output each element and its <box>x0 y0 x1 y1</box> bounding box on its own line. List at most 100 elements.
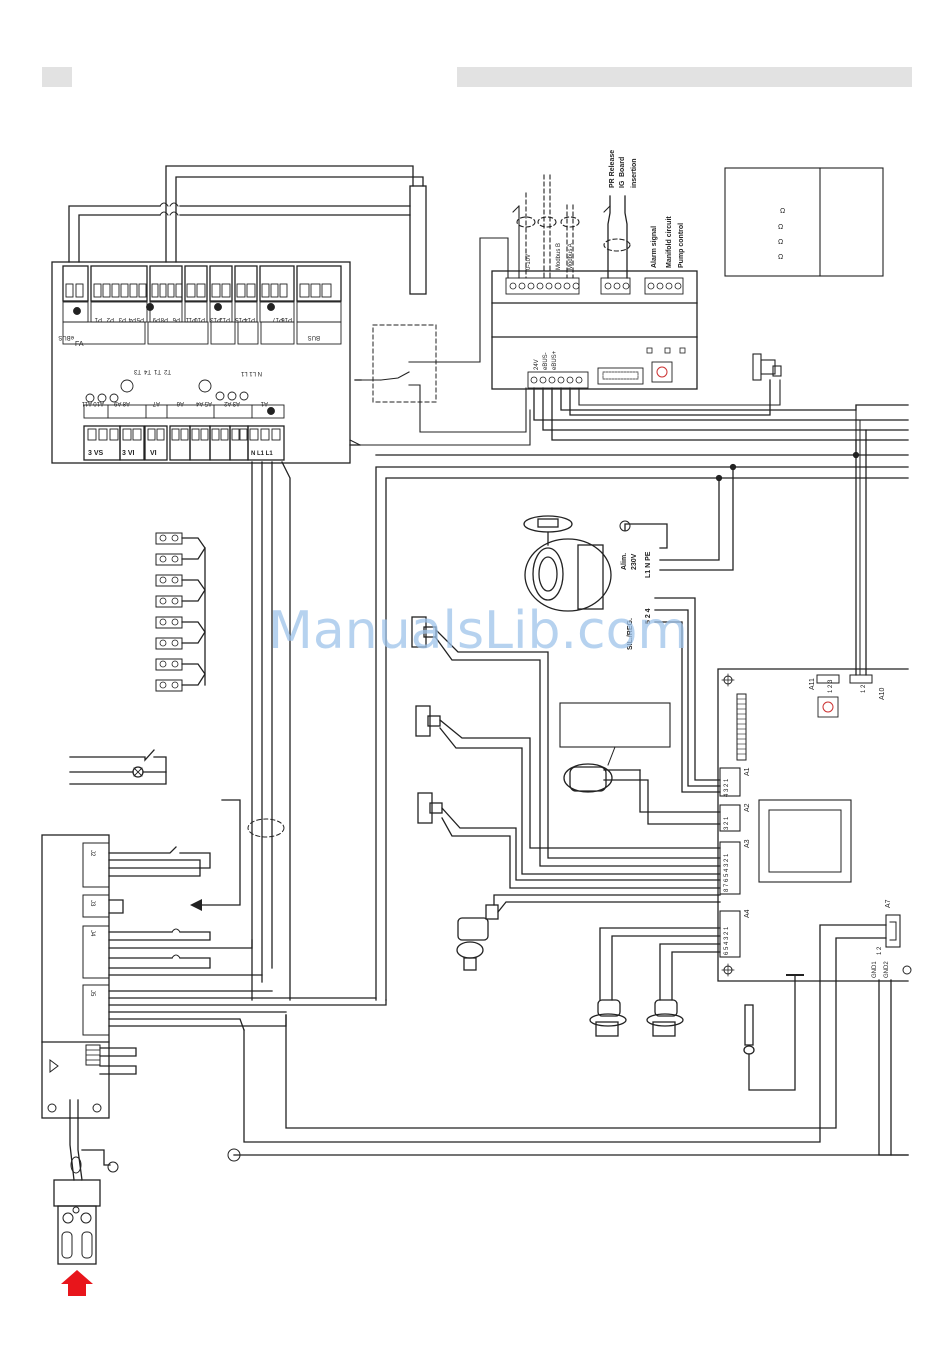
pressure-switch <box>563 763 641 793</box>
label-manifold-circuit: Manifold circuit <box>666 216 673 268</box>
label-fa: FA <box>75 341 84 348</box>
label-a3-pins: 8 7 6 5 4 3 2 1 <box>724 853 730 892</box>
ohm-2: Ω <box>778 224 783 231</box>
resistance-table-box <box>724 167 884 277</box>
label-a7-connector: A7 <box>885 899 892 908</box>
ohm-3: Ω <box>778 239 783 246</box>
label-p5: P5 <box>136 316 144 322</box>
label-p14: P14 <box>244 316 255 322</box>
connector-a2 <box>719 804 741 832</box>
main-board-top-connectors <box>62 265 342 302</box>
power-rail-2 <box>385 477 909 1001</box>
label-t1: T1 <box>153 368 161 374</box>
control-board-strip-pins <box>736 698 747 755</box>
label-p8: P8 <box>160 316 168 322</box>
wire-sensor-outer <box>68 205 161 263</box>
water-pressure-sensor <box>456 904 499 971</box>
electrode-connector-3 <box>417 792 443 824</box>
sensor-t-labels: T1 T2 T3 T4 <box>133 368 171 374</box>
relay-pr-release <box>607 195 611 279</box>
label-p12: P12 <box>219 316 230 322</box>
interface-labels: 0-10V Modbus B Modbus A 24V eBUS- eBUS+ <box>526 243 574 370</box>
ignition-electrode <box>743 1004 755 1055</box>
label-3vs: 3 VS <box>88 450 104 457</box>
connector-a3 <box>719 841 741 895</box>
label-vi: VI <box>150 450 157 457</box>
control-board-labels: A1 A2 A3 A4 A7 A10 A11 4 3 2 1 3 2 1 8 7… <box>724 678 892 978</box>
label-n-l1-l1: N L1 L1 <box>240 370 262 376</box>
label-p1: P1 <box>94 316 102 322</box>
label-alarm-signal: Alarm signal <box>651 226 658 268</box>
label-pr-release: PR Release <box>609 150 616 188</box>
control-board-header-strip <box>736 693 747 761</box>
label-t3: T3 <box>133 368 141 374</box>
connector-j4 <box>82 925 110 979</box>
label-p17: P17 <box>272 316 283 322</box>
label-a11-connector: A11 <box>809 678 816 690</box>
label-l1-n-pe: L1 N PE <box>645 551 652 578</box>
burner-module-labels: J2 J3 J4 J5 <box>89 850 95 997</box>
connector-a11 <box>816 674 840 684</box>
label-gnd2: GND2 <box>884 961 890 978</box>
external-terminal-blocks <box>155 532 183 692</box>
main-board-bottom-pins <box>87 428 281 441</box>
label-modbus-a: Modbus A <box>568 243 574 270</box>
modbus-cables <box>516 174 631 279</box>
ntc-sensor-1 <box>589 999 627 1037</box>
label-a4-connector: A4 <box>744 909 751 918</box>
label-p10: P10 <box>194 316 205 322</box>
label-a1-pins: 4 3 2 1 <box>724 778 730 797</box>
label-ebus: eBUS <box>58 334 74 340</box>
bus-wire-1 <box>533 387 909 421</box>
label-board: Board <box>619 157 626 177</box>
interface-rotary-switch <box>651 361 673 383</box>
label-j5: J5 <box>89 990 95 997</box>
external-switch-box <box>372 324 437 403</box>
electrode-connector-1 <box>411 616 437 648</box>
label-ebus-plus: eBUS+ <box>552 350 558 370</box>
label-24v: 24V <box>534 359 540 370</box>
header-bar-left <box>42 67 72 87</box>
control-board <box>717 668 909 982</box>
header-bar-right <box>457 67 912 87</box>
gas-inlet-arrow <box>61 1270 93 1296</box>
label-p11: P11 <box>185 316 196 322</box>
label-a7-pins: 1 2 <box>877 946 883 955</box>
relay-labels: PR Release IG Board insertion <box>609 150 638 188</box>
main-board-pin-row <box>65 283 332 298</box>
control-board-display <box>758 799 852 883</box>
label-a7: A7 <box>152 400 160 406</box>
label-box-sensor <box>559 702 671 748</box>
wire-sensor-inner <box>78 214 161 263</box>
label-modbus-b: Modbus B <box>556 243 562 270</box>
ntc-sensor-2 <box>646 999 684 1037</box>
label-a2-connector: A2 <box>744 803 751 812</box>
main-board-bottom-connectors <box>83 425 285 461</box>
label-gnd1: GND1 <box>872 961 878 978</box>
connector-j2 <box>82 842 110 888</box>
watermark: ManualsLib.com <box>268 601 688 661</box>
connector-j3 <box>82 894 110 918</box>
ohm-1: Ω <box>780 208 785 215</box>
ohm-4: Ω <box>778 254 783 261</box>
label-p15: P15 <box>235 316 246 322</box>
bus-wire-3 <box>551 387 909 441</box>
control-rotary-switch <box>817 696 839 718</box>
interface-ribbon-connector <box>597 367 644 385</box>
label-230v: 230V <box>631 553 638 570</box>
main-board <box>51 261 351 464</box>
resistance-symbols: Ω Ω Ω Ω <box>778 208 785 261</box>
connector-j5 <box>82 984 110 1036</box>
interface-bus-terminals <box>530 376 583 384</box>
terminal-row-labels: A10 A11 A8 A9 A7 A6 A5 A4 A3 A2 A1 <box>81 400 268 406</box>
label-a11-pins: 1 2 3 <box>828 679 834 693</box>
label-t2: T2 <box>163 368 171 374</box>
label-insertion: insertion <box>631 158 638 188</box>
label-0-10v: 0-10V <box>526 254 532 270</box>
label-p2: P2 <box>106 316 114 322</box>
connector-a10 <box>849 674 873 684</box>
pump-labels: Alim. 230V L1 N PE SIL./REG. 5 2 4 <box>621 551 652 650</box>
main-board-top-labels: eBUS BUS FA N L1 L1 <box>58 334 320 376</box>
main-board-terminal-row <box>83 404 285 419</box>
label-a10-a11: A10 A11 <box>81 400 104 406</box>
